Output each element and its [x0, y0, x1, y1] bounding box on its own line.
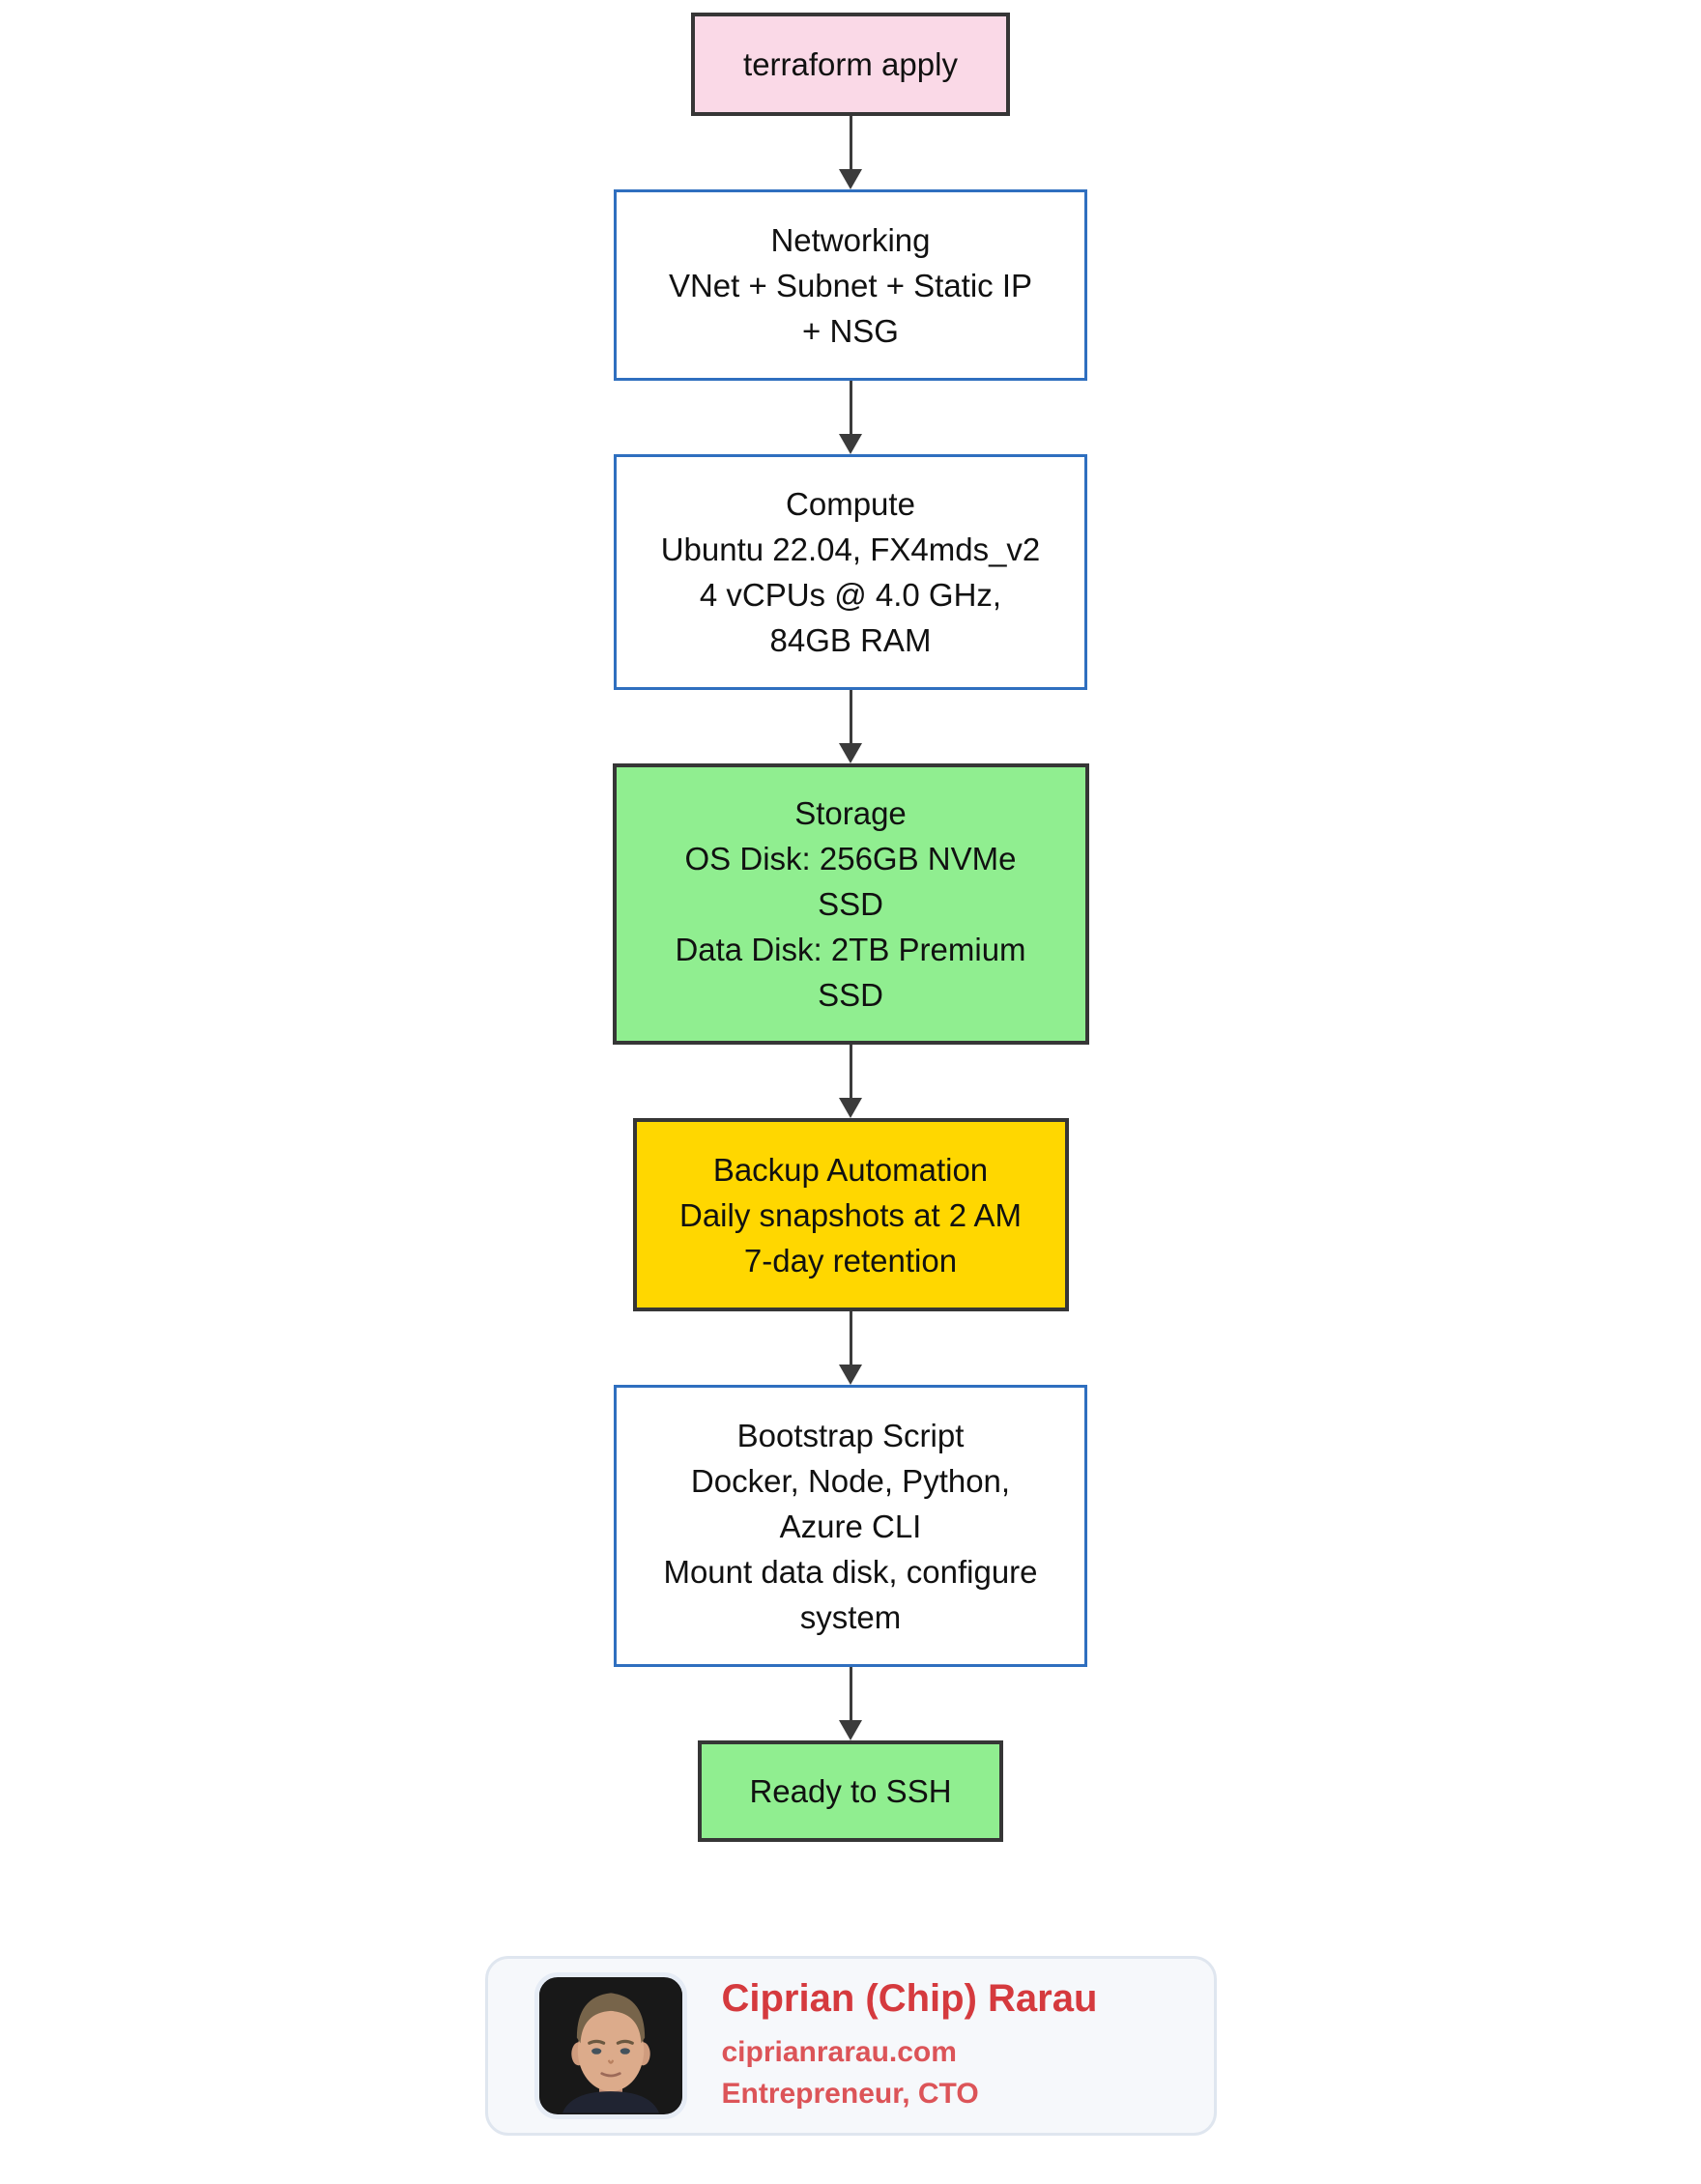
flow-arrow: [839, 1667, 862, 1740]
node-compute: Compute Ubuntu 22.04, FX4mds_v2 4 vCPUs …: [614, 454, 1087, 690]
arrowhead-icon: [839, 743, 862, 763]
flow-arrow: [839, 1045, 862, 1118]
arrowhead-icon: [839, 169, 862, 189]
node-backup-automation: Backup Automation Daily snapshots at 2 A…: [632, 1118, 1069, 1311]
node-networking: Networking VNet + Subnet + Static IP + N…: [614, 189, 1087, 381]
node-terraform-apply: terraform apply: [691, 13, 1010, 116]
arrow-line: [849, 1667, 852, 1720]
arrowhead-icon: [839, 1098, 862, 1118]
profile-website: ciprianrarau.com: [721, 2036, 957, 2069]
arrow-line: [849, 116, 852, 169]
flow-arrow: [839, 1311, 862, 1385]
profile-name: Ciprian (Chip) Rarau: [721, 1977, 1098, 2021]
arrowhead-icon: [839, 1365, 862, 1385]
arrow-line: [849, 1311, 852, 1365]
arrowhead-icon: [839, 434, 862, 454]
node-ready-to-ssh: Ready to SSH: [698, 1740, 1003, 1842]
portrait-photo-icon: [533, 1972, 687, 2119]
profile-title: Entrepreneur, CTO: [721, 2078, 979, 2110]
arrow-line: [849, 690, 852, 743]
arrowhead-icon: [839, 1720, 862, 1740]
arrow-line: [849, 1045, 852, 1098]
arrow-line: [849, 381, 852, 434]
node-bootstrap-script: Bootstrap Script Docker, Node, Python, A…: [614, 1385, 1087, 1667]
flow-arrow: [839, 690, 862, 763]
profile-card: Ciprian (Chip) Rarau ciprianrarau.com En…: [484, 1956, 1217, 2136]
node-storage: Storage OS Disk: 256GB NVMe SSD Data Dis…: [612, 763, 1089, 1045]
flowchart: terraform apply Networking VNet + Subnet…: [484, 13, 1217, 2136]
flow-arrow: [839, 116, 862, 189]
flow-arrow: [839, 381, 862, 454]
profile-info: Ciprian (Chip) Rarau ciprianrarau.com En…: [722, 1976, 1098, 2114]
